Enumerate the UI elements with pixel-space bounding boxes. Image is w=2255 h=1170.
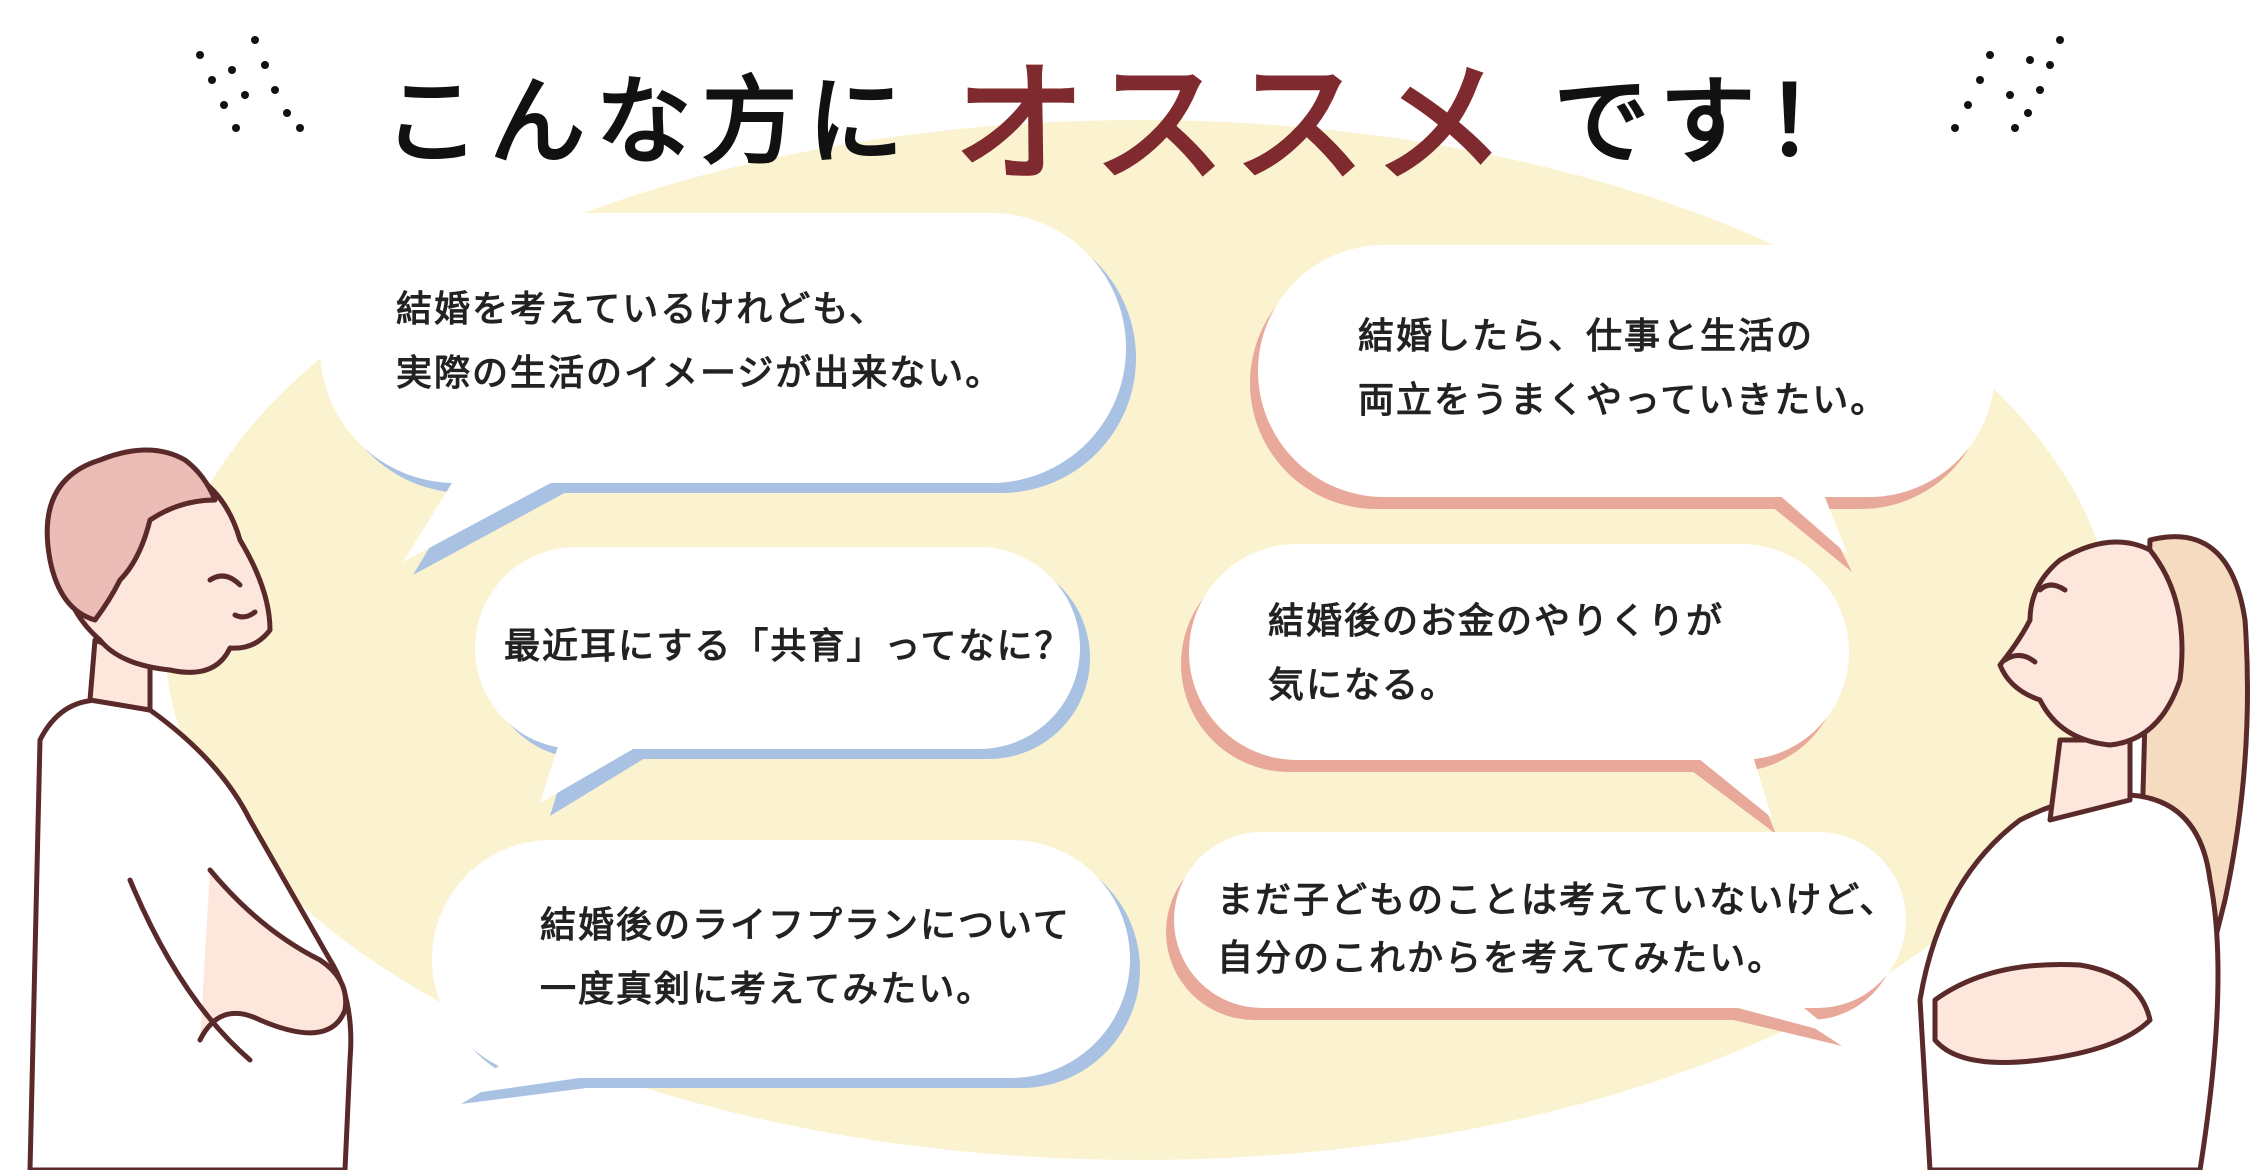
bubble-text-right-1: 結婚したら、仕事と生活の 両立をうまくやっていきたい。 <box>1358 305 1888 433</box>
bubble-line: 最近耳にする「共育」ってなに？ <box>504 626 1073 667</box>
bubble-text-left-3: 結婚後のライフプランについて 一度真剣に考えてみたい。 <box>540 894 1071 1022</box>
bubble-line: 一度真剣に考えてみたい。 <box>540 969 995 1010</box>
speech-bubble-left-3 <box>432 840 1140 1104</box>
sparkle-dots-right-icon <box>1951 36 2064 132</box>
bubble-line: 両立をうまくやっていきたい。 <box>1358 380 1889 421</box>
speech-bubble-right-2 <box>1181 544 1849 834</box>
speech-bubble-left-2 <box>475 547 1090 816</box>
bubble-line: 結婚後のライフプランについて <box>540 905 1071 946</box>
man-illustration <box>27 447 354 1170</box>
title-prefix: こんな方に <box>383 66 914 178</box>
bubble-line: 結婚を考えているけれども、 <box>396 289 888 330</box>
bubble-text-left-1: 結婚を考えているけれども、 実際の生活のイメージが出来ない。 <box>396 278 1003 406</box>
bubble-text-right-3: まだ子どものことは考えていないけど、 自分のこれからを考えてみたい。 <box>1217 872 1897 988</box>
bubble-text-right-2: 結婚後のお金のやりくりが 気になる。 <box>1268 590 1724 718</box>
woman-illustration <box>1917 534 2250 1170</box>
bubble-line: まだ子どものことは考えていないけど、 <box>1217 880 1898 921</box>
bubble-line: 自分のこれからを考えてみたい。 <box>1217 938 1786 979</box>
speech-bubble-left-1 <box>320 213 1136 575</box>
bubble-line: 気になる。 <box>1268 665 1459 706</box>
speech-bubble-right-3 <box>1166 832 1906 1046</box>
speech-bubble-right-1 <box>1250 245 1995 572</box>
title-suffix: です！ <box>1553 66 1872 178</box>
bubble-line: 実際の生活のイメージが出来ない。 <box>396 353 1004 394</box>
bubble-text-left-2: 最近耳にする「共育」ってなに？ <box>504 615 1073 679</box>
title-highlight: オススメ <box>953 48 1514 202</box>
bubble-line: 結婚したら、仕事と生活の <box>1358 316 1815 357</box>
bubble-line: 結婚後のお金のやりくりが <box>1268 601 1725 642</box>
sparkle-dots-left-icon <box>196 36 304 132</box>
page-title: こんな方にオススメです！ <box>0 18 2255 209</box>
